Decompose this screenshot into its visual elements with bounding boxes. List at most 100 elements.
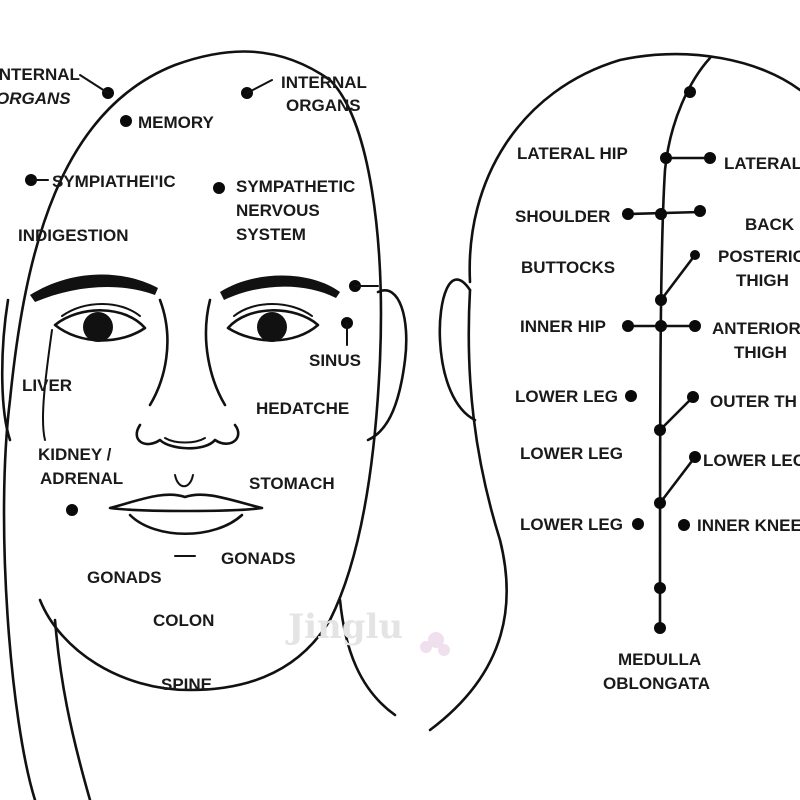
right-pupil [257, 312, 287, 342]
label-medulla-1: MEDULLA [618, 650, 701, 669]
watermark-text: Jinglu [285, 607, 403, 647]
label-gonads-right: GONADS [221, 549, 296, 568]
dot-spine-top [684, 86, 696, 98]
label-anterior-thigh-1: ANTERIOR [712, 319, 800, 338]
label-sympathetic-right-3: SYSTEM [236, 225, 306, 244]
label-lateral-hip: LATERAL HIP [517, 144, 628, 163]
nostrils [164, 437, 206, 444]
dot-outer-thigh [687, 391, 699, 403]
label-lower-leg-1: LOWER LEG [515, 387, 618, 406]
dot-medulla [654, 622, 666, 634]
right-eye [226, 309, 320, 342]
dot-inner-hip-spine [655, 320, 667, 332]
watermark-flower-icon [420, 641, 432, 653]
label-lower-leg-3: LOWER LEG [520, 515, 623, 534]
label-lower-leg-right: LOWER LEC [703, 451, 800, 470]
label-inner-knee: INNER KNEE [697, 516, 800, 535]
dot-lower-leg-1 [625, 390, 637, 402]
upper-lip [108, 493, 264, 513]
dot-memory [120, 115, 132, 127]
left-pupil [83, 312, 113, 342]
left-eyebrow [30, 274, 158, 302]
nose-tip [135, 423, 240, 450]
label-internal-organs-right: INTERNAL [281, 73, 367, 92]
lower-lip [128, 513, 244, 536]
dot-back [694, 205, 706, 217]
right-eyebrow [220, 275, 340, 300]
dot-lower-leg-spine [654, 497, 666, 509]
label-internal-organs-right-2: ORGANS [286, 96, 361, 115]
dot-buttocks-spine [655, 294, 667, 306]
connector [659, 253, 697, 302]
label-kidney-1: KIDNEY / [38, 445, 112, 464]
label-inner-hip: INNER HIP [520, 317, 606, 336]
dot-inner-hip [622, 320, 634, 332]
label-internal-organs-left: INTERNAL [0, 65, 80, 84]
label-sympathetic-left: SYMPIATHEI'IC [52, 172, 176, 191]
label-internal-organs-left-2: ORGANS [0, 89, 71, 108]
spine-line [658, 56, 712, 630]
label-lateral-right: LATERAL [724, 154, 800, 173]
connector [658, 395, 695, 432]
watermark: Jinglu [285, 607, 450, 656]
front-labels: INTERNAL ORGANS MEMORY INTERNAL ORGANS S… [0, 65, 367, 694]
marker-dots [25, 86, 716, 634]
back-labels: LATERAL HIP LATERAL SHOULDER BACK BUTTOC… [515, 144, 800, 693]
label-medulla-2: OBLONGATA [603, 674, 710, 693]
left-eyelid [61, 303, 141, 317]
back-head-outline [468, 52, 800, 284]
neck-left [53, 618, 92, 800]
label-kidney-2: ADRENAL [40, 469, 123, 488]
label-buttocks: BUTTOCKS [521, 258, 615, 277]
label-sympathetic-right-1: SYMPATHETIC [236, 177, 355, 196]
label-shoulder: SHOULDER [515, 207, 610, 226]
label-anterior-thigh-2: THIGH [734, 343, 787, 362]
dot-shoulder [622, 208, 634, 220]
dot-shoulder-spine [655, 208, 667, 220]
philtrum [174, 474, 194, 488]
connector [658, 455, 697, 505]
dot-sympathetic-right [213, 182, 225, 194]
nose-bridge-right [204, 298, 227, 407]
dot-lower-leg-3 [632, 518, 644, 530]
neck-right [338, 598, 397, 717]
label-spine: SPINE [161, 675, 212, 694]
dot-lateral-right [704, 152, 716, 164]
label-headache: HEDATCHE [256, 399, 349, 418]
dot-inner-knee [678, 519, 690, 531]
label-indigestion: INDIGESTION [18, 226, 129, 245]
label-outer-thigh: OUTER TH [710, 392, 797, 411]
nose-bridge-left [148, 298, 169, 407]
dot-outer-thigh-spine [654, 424, 666, 436]
connector [246, 79, 273, 94]
left-ear [0, 298, 12, 442]
dot-kidney [66, 504, 78, 516]
front-face [0, 50, 408, 800]
back-ear [438, 278, 477, 422]
dot-lateral-hip [660, 152, 672, 164]
watermark-flower-icon [438, 644, 450, 656]
dot-anterior-thigh [689, 320, 701, 332]
back-neck-left [428, 288, 508, 732]
face-outline [2, 50, 383, 800]
left-eye [53, 309, 147, 342]
dot-lower-leg-right [689, 451, 701, 463]
label-posterior-thigh-2: THIGH [736, 271, 789, 290]
label-liver: LIVER [22, 376, 72, 395]
label-sinus: SINUS [309, 351, 361, 370]
connector [79, 74, 109, 94]
label-gonads-left: GONADS [87, 568, 162, 587]
watermark-flower-icon [428, 632, 444, 648]
label-posterior-thigh-1: POSTERIO [718, 247, 800, 266]
label-lower-leg-2: LOWER LEG [520, 444, 623, 463]
label-memory: MEMORY [138, 113, 215, 132]
label-sympathetic-right-2: NERVOUS [236, 201, 320, 220]
dot-posterior-thigh [690, 250, 700, 260]
cheek-line-left [41, 329, 53, 441]
label-back: BACK [745, 215, 795, 234]
right-ear [366, 289, 408, 442]
dot-spine-low [654, 582, 666, 594]
right-eyelid [233, 303, 313, 317]
label-stomach: STOMACH [249, 474, 335, 493]
